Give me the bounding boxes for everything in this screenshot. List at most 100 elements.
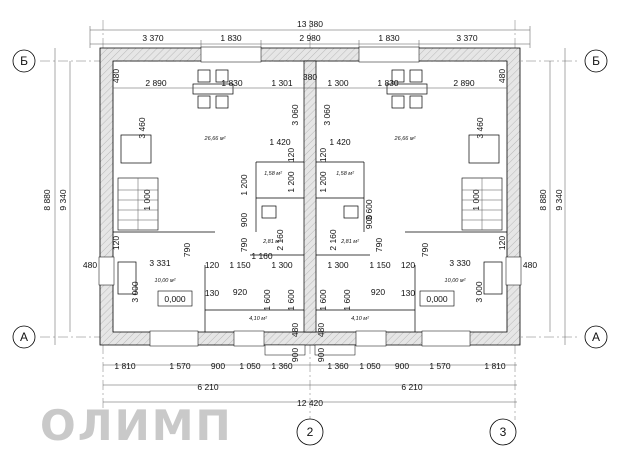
dim-bottom-900-b: 900 [395,361,409,371]
level-left: 0,000 [164,294,186,304]
dim-1600-c: 1 600 [318,289,328,311]
top-dimensions: 13 380 3 370 1 830 2 980 1 830 3 370 [89,19,531,48]
dim-bottom-1810-right: 1 810 [484,361,506,371]
dim-1160: 1 160 [251,251,273,261]
dim-790-c: 790 [374,238,384,252]
area-living-right: 26,66 м² [394,136,416,142]
dim-bottom-900-a: 900 [211,361,225,371]
dim-130-left: 130 [205,288,219,298]
walls [98,46,522,356]
dim-inner-5: 1 830 [377,78,399,88]
dim-room-h-3: 3 060 [290,104,300,126]
dim-inner-1: 2 890 [145,78,167,88]
dim-130-right: 130 [401,288,415,298]
area-living-left: 26,66 м² [204,136,226,142]
area-entry-right: 4,10 м² [351,316,369,322]
dim-900-left: 900 [239,213,249,227]
partitions [113,161,507,332]
area-bath-left: 1,58 м² [264,171,282,177]
dim-top-2: 1 830 [220,33,242,43]
watermark-text: ОЛИМП [40,401,233,450]
dim-920-right: 920 [371,287,385,297]
stairs-right [461,177,503,231]
dim-room-h-4: 3 060 [322,104,332,126]
dim-inner-4: 1 300 [327,78,349,88]
dim-1600-a: 1 600 [262,289,272,311]
dim-left-8880: 8 880 [42,189,52,211]
dim-1000-right: 1 000 [471,189,481,211]
dim-inner-3: 1 301 [271,78,293,88]
dim-1300-right: 1 300 [327,260,349,270]
axis-b-right: Б [592,54,600,68]
dim-480-bottom-left: 480 [290,323,300,337]
dim-480-right: 480 [523,260,537,270]
side-dimensions: 8 880 9 340 8 880 9 340 [42,48,566,345]
dim-half-left: 6 210 [197,382,219,392]
dim-1000-left: 1 000 [142,189,152,211]
dim-480-left: 480 [83,260,97,270]
axis-3: 3 [500,425,507,439]
dim-900-bottom-left: 900 [290,348,300,362]
dim-480-top-left: 480 [111,69,121,83]
inner-dimensions: 2 890 1 830 1 301 1 300 1 830 2 890 380 … [83,72,537,298]
dim-920-left: 920 [233,287,247,297]
room-areas: 26,66 м² 26,66 м² 1,58 м² 1,58 м² 2,81 м… [155,136,466,322]
dim-2160-right: 2 160 [328,229,338,251]
dim-120-b: 120 [401,260,415,270]
dim-bottom-1360-left: 1 360 [271,361,293,371]
area-bath-right: 1,58 м² [336,171,354,177]
axis-b-left: Б [20,54,28,68]
dim-right-9340: 9 340 [554,189,564,211]
dim-480-bottom-right: 480 [316,323,326,337]
dim-900-bottom-right: 900 [316,348,326,362]
dim-120-v2: 120 [318,148,328,162]
dim-3000-right: 3 000 [474,281,484,303]
dim-bottom-1570-right: 1 570 [429,361,451,371]
dim-top-total: 13 380 [297,19,323,29]
dim-2160-left: 2 160 [275,229,285,251]
dim-1300-left: 1 300 [271,260,293,270]
dim-1150-right: 1 150 [369,260,391,270]
dim-790-d: 790 [420,243,430,257]
dim-1150-left: 1 150 [229,260,251,270]
dim-120-a: 120 [205,260,219,270]
furniture [117,69,503,295]
dim-row3-left: 3 331 [149,258,171,268]
area-entry-left: 4,10 м² [249,316,267,322]
dim-room-h-1: 3 460 [137,117,147,139]
dim-top-3: 2 980 [299,33,321,43]
level-marks: 0,000 0,000 [157,290,455,307]
dim-380: 380 [303,72,317,82]
dim-corridor-right: 1 420 [329,137,351,147]
area-hall-left: 2,81 м² [262,239,281,245]
dim-bottom-1050-right: 1 050 [359,361,381,371]
bottom-dimensions: 1 570 900 1 050 1 360 1 360 1 050 900 1 … [103,361,517,408]
dim-790-b: 790 [239,238,249,252]
watermark-logo: ОЛИМП [40,401,233,450]
dim-1200-mid-left: 1 200 [286,171,296,193]
dim-bottom-1810-left: 1 810 [114,361,136,371]
axis-a-right: А [592,330,600,344]
dim-120-v1: 120 [286,148,296,162]
dim-900-right: 900 [364,215,374,229]
dim-bottom-total: 12 420 [297,398,323,408]
axis-a-left: А [20,330,28,344]
dim-bottom-1050-left: 1 050 [239,361,261,371]
dim-3000-left: 3 000 [130,281,140,303]
vertical-dimensions: 480 480 3 460 3 460 3 060 3 060 1 200 1 … [111,69,507,362]
area-room-right: 10,00 м² [445,278,466,284]
dim-790-a: 790 [182,243,192,257]
level-right: 0,000 [426,294,448,304]
axis-2: 2 [307,425,314,439]
dim-half-right: 6 210 [401,382,423,392]
dim-row3-right: 3 330 [449,258,471,268]
dim-top-5: 3 370 [456,33,478,43]
dim-120-stair-right: 120 [497,236,507,250]
dim-left-9340: 9 340 [58,189,68,211]
area-room-left: 10,00 м² [155,278,176,284]
dim-1200-left: 1 200 [239,174,249,196]
dim-inner-2: 1 830 [221,78,243,88]
area-hall-right: 2,81 м² [340,239,359,245]
dim-top-4: 1 830 [378,33,400,43]
